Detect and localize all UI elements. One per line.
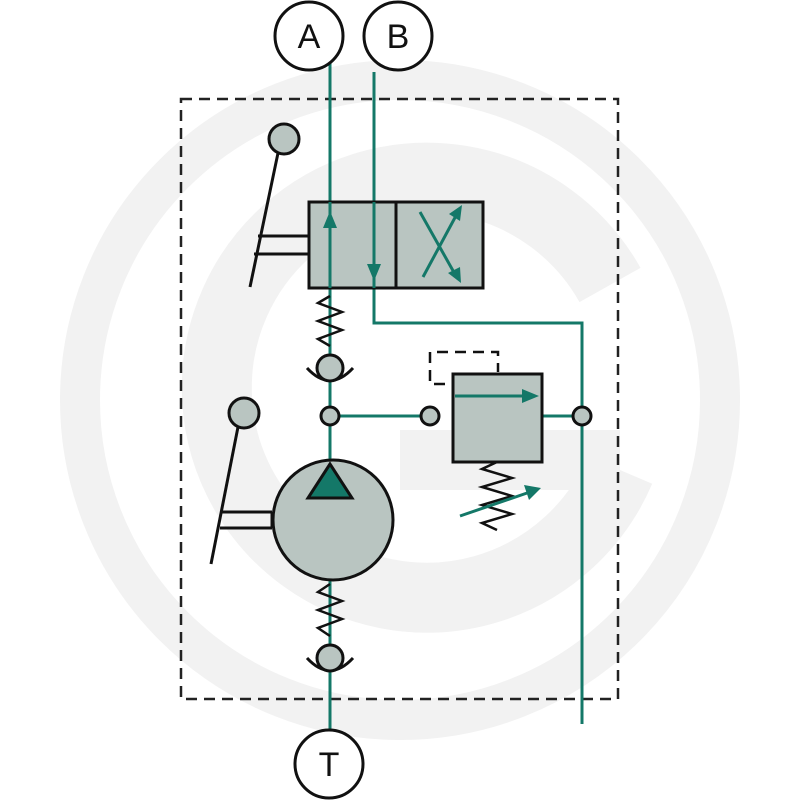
assembly-boundary <box>179 97 620 701</box>
arrow-right-icon <box>522 389 539 403</box>
port-a: A <box>273 0 345 72</box>
hand-lever-pump <box>209 396 274 565</box>
junction-dot <box>419 405 441 427</box>
port-t: T <box>293 728 365 800</box>
pump-triangle-icon <box>305 461 355 500</box>
arrow-down-icon <box>367 264 381 281</box>
check-valve-upper <box>305 294 355 383</box>
hand-lever-valve <box>248 122 309 288</box>
port-b: B <box>362 0 434 72</box>
arrow-diagonal-icon <box>449 205 462 221</box>
spring-icon <box>477 460 517 532</box>
line-b-return <box>372 292 584 724</box>
spring-icon <box>314 582 346 638</box>
directional-control-valve <box>307 200 485 290</box>
arrow-diagonal-icon <box>448 267 461 283</box>
port-b-label: B <box>387 18 410 56</box>
port-t-label: T <box>319 746 340 784</box>
pilot-line <box>428 350 500 386</box>
lever-knob <box>227 396 261 430</box>
junction-dot <box>571 405 593 427</box>
port-a-label: A <box>298 18 321 56</box>
pressure-relief-valve <box>428 350 544 532</box>
watermark-logo <box>60 60 740 740</box>
lever-knob <box>267 122 301 156</box>
check-valve-lower <box>305 582 355 673</box>
junction-dots <box>319 405 593 427</box>
arrow-up-icon <box>323 211 337 228</box>
hand-pump <box>271 458 395 582</box>
junction-dot <box>319 405 341 427</box>
adjust-arrow-icon <box>524 485 541 500</box>
spring-icon <box>314 294 346 348</box>
